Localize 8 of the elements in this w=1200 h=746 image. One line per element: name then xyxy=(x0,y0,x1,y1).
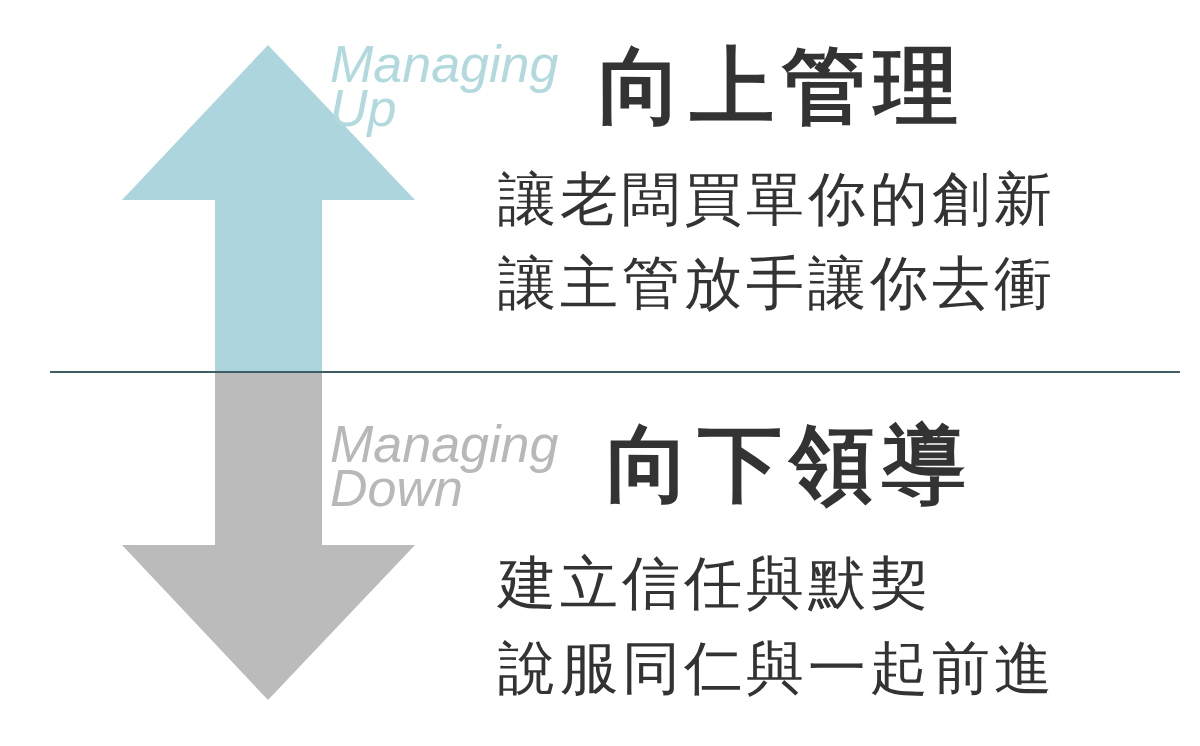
description-text: 讓主管放手讓你去衝 xyxy=(498,252,1056,316)
description-text: 說服同仁與一起前進 xyxy=(498,637,1056,701)
english-heading: Managing Down xyxy=(330,420,560,519)
section-heading: 向下領導 xyxy=(606,418,974,511)
description-text: 讓老闆買單你的創新 xyxy=(498,168,1056,232)
english-heading: Managing Up xyxy=(330,40,560,139)
description-text: 建立信任與默契 xyxy=(498,552,932,616)
section-heading: 向上管理 xyxy=(598,40,966,133)
